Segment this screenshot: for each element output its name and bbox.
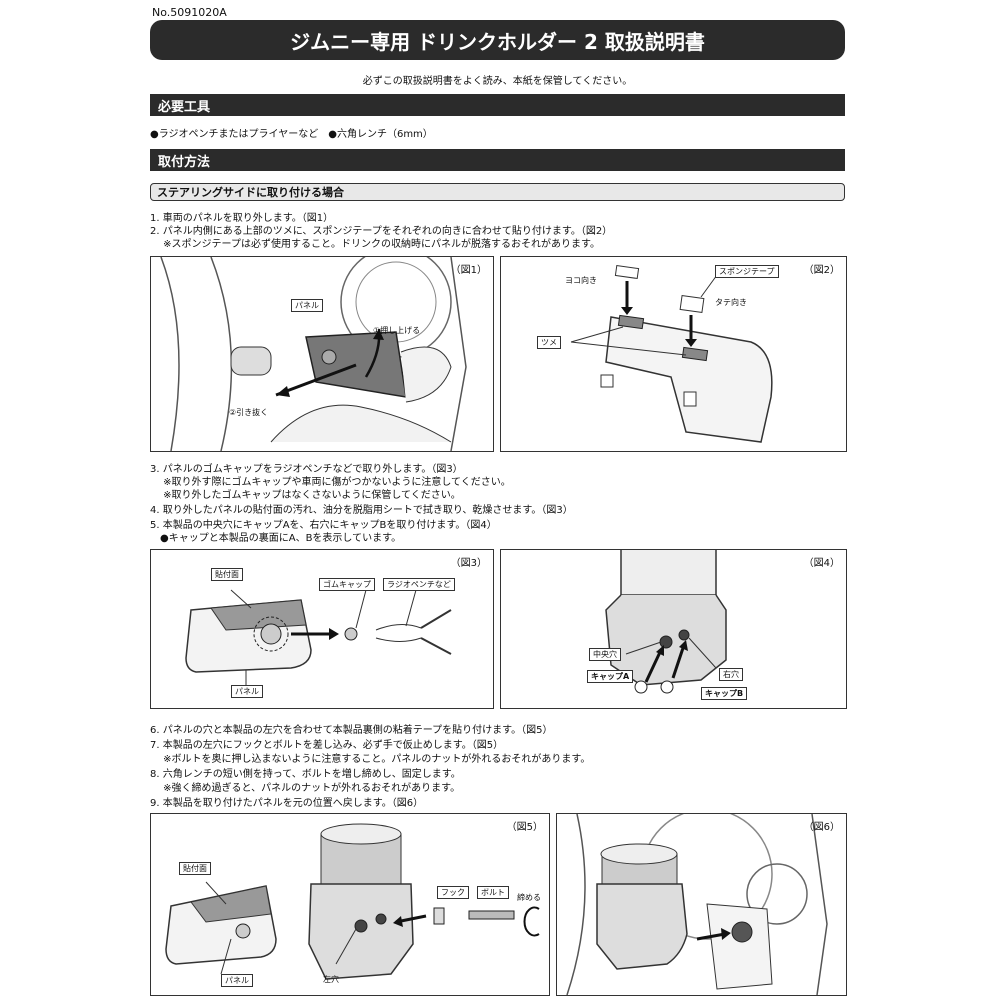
figure-5-label: （図5） [506, 822, 543, 833]
figure-3-label: （図3） [450, 558, 487, 569]
figure-3: （図3） 貼付面 ゴムキャップ ラジオペンチなど パネル [150, 549, 494, 709]
figure-6: （図6） [556, 813, 847, 996]
fig2-tate-label: タテ向き [715, 298, 747, 307]
step-note: ※取り外したゴムキャップはなくさないように保管してください。 [150, 490, 461, 501]
tools-heading: 必要工具 [150, 94, 845, 116]
figure-1-drawing [160, 257, 467, 451]
fig2-tsume-callout: ツメ [537, 336, 561, 349]
figure-2-label: （図2） [803, 265, 840, 276]
figure-3-drawing [185, 589, 452, 685]
fig5-surface-callout: 貼付面 [179, 862, 211, 875]
step-note: ※強く締め過ぎると、パネルのナットが外れるおそれがあります。 [150, 783, 461, 794]
fig3-pliers-callout: ラジオペンチなど [383, 578, 455, 591]
intro-text: 必ずこの取扱説明書をよく読み、本紙を保管してください。 [362, 76, 633, 87]
step-line: 8. 六角レンチの短い側を持って、ボルトを増し締めし、固定します。 [150, 769, 461, 780]
fig1-panel-callout: パネル [291, 299, 323, 312]
fig2-yoko-label: ヨコ向き [565, 276, 597, 285]
step-line: 7. 本製品の左穴にフックとボルトを差し込み、必ず手で仮止めします。（図5） [150, 740, 504, 751]
fig1-pull-label: ②引き抜く [229, 408, 269, 417]
fig5-bolt-callout: ボルト [477, 886, 509, 899]
step-line: 6. パネルの穴と本製品の左穴を合わせて本製品裏側の粘着テープを貼り付けます。（… [150, 725, 553, 736]
step-line: 5. 本製品の中央穴にキャップAを、右穴にキャップBを取り付けます。（図4） [150, 520, 497, 531]
step-line: 4. 取り外したパネルの貼付面の汚れ、油分を脱脂用シートで拭き取り、乾燥させます… [150, 505, 573, 516]
figure-2: （図2） スポンジテープ ヨコ向き タテ向き ツメ [500, 256, 847, 452]
install-subheading-text: ステアリングサイドに取り付ける場合 [157, 186, 344, 199]
fig4-capA-callout: キャップA [587, 670, 634, 683]
fig5-hook-callout: フック [437, 886, 469, 899]
step-line: 1. 車両のパネルを取り外します。（図1） [150, 213, 334, 224]
figure-4-drawing [605, 550, 727, 694]
figure-6-label: （図6） [803, 822, 840, 833]
step-note: ●キャップと本製品の裏面にA、Bを表示しています。 [150, 533, 402, 544]
figure-6-drawing [566, 814, 828, 995]
fig3-panel-callout: パネル [231, 685, 263, 698]
figure-4-label: （図4） [803, 558, 840, 569]
fig4-center-callout: 中央穴 [589, 648, 621, 661]
step-note: ※取り外す際にゴムキャップや車両に傷がつかないように注意してください。 [150, 477, 511, 488]
fig5-tighten-label: 締める [517, 893, 541, 902]
install-heading-text: 取付方法 [158, 154, 211, 170]
tools-heading-text: 必要工具 [158, 99, 211, 115]
document-number: No.5091020A [152, 6, 227, 19]
step-line: 2. パネル内側にある上部のツメに、スポンジテープをそれぞれの向きに合わせて貼り… [150, 226, 613, 237]
figure-1: （図1） パネル ①押し上げる ②引き抜く [150, 256, 494, 452]
fig5-panel-callout: パネル [221, 974, 253, 987]
fig4-right-callout: 右穴 [719, 668, 743, 681]
figure-4: （図4） 中央穴 右穴 キャップA キャップB [500, 549, 847, 709]
fig5-left-label: 左穴 [323, 975, 339, 984]
install-subheading: ステアリングサイドに取り付ける場合 [150, 183, 845, 201]
figure-5-drawing [165, 823, 540, 980]
tools-list: ●ラジオペンチまたはプライヤーなど ●六角レンチ（6mm） [150, 129, 433, 140]
step-note: ※スポンジテープは必ず使用すること。ドリンクの収納時にパネルが脱落するおそれがあ… [150, 239, 600, 250]
fig1-push-label: ①押し上げる [373, 326, 421, 335]
document-title: ジムニー専用 ドリンクホルダー 2 取扱説明書 [290, 29, 705, 54]
figure-1-label: （図1） [450, 265, 487, 276]
title-bar: ジムニー専用 ドリンクホルダー 2 取扱説明書 [150, 20, 845, 60]
step-line: 9. 本製品を取り付けたパネルを元の位置へ戻します。（図6） [150, 798, 424, 809]
fig2-sponge-callout: スポンジテープ [715, 265, 779, 278]
step-note: ※ボルトを奥に押し込まないように注意すること。パネルのナットが外れるおそれがあり… [150, 754, 591, 765]
fig3-surface-callout: 貼付面 [211, 568, 243, 581]
figure-2-drawing [570, 264, 773, 443]
figure-5: （図5） 貼付面 フック ボルト 締める パネル 左穴 [150, 813, 550, 996]
fig4-capB-callout: キャップB [701, 687, 748, 700]
step-line: 3. パネルのゴムキャップをラジオペンチなどで取り外します。（図3） [150, 464, 463, 475]
install-heading: 取付方法 [150, 149, 845, 171]
fig3-cap-callout: ゴムキャップ [319, 578, 375, 591]
